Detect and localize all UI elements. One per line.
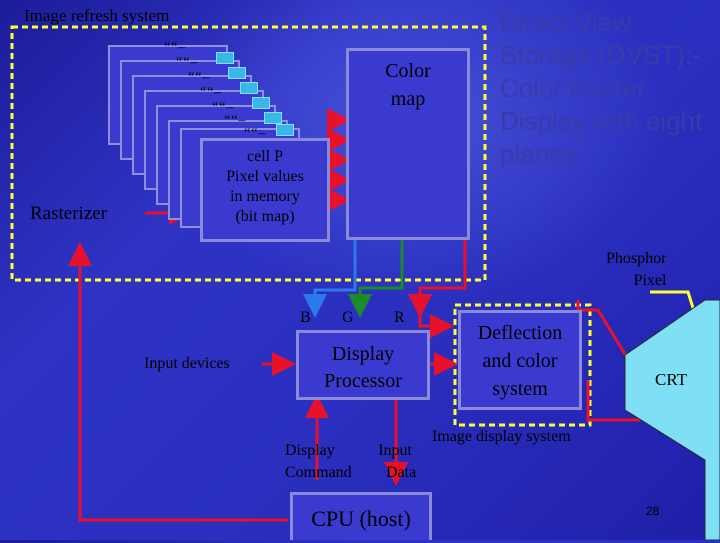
memory-line-4: (bit map) [235, 208, 295, 225]
display-command-line-2: Command [285, 464, 352, 481]
cell-tab-3 [240, 82, 258, 94]
plane-mark-6: ““– [224, 113, 247, 128]
cpu-label: CPU (host) [311, 506, 411, 531]
red-channel-line [408, 238, 467, 318]
deflection-to-crt-line-2 [586, 380, 640, 422]
image-refresh-label: Image refresh system [24, 6, 170, 25]
memory-line-2: Pixel values [226, 168, 304, 185]
deflection-line-1: Deflection [477, 322, 563, 344]
input-data-label: Input Data [374, 440, 416, 484]
input-data-line-1: Input [378, 442, 412, 459]
title-line-4: Display with eight [500, 106, 703, 136]
title-line-5: planes [500, 139, 577, 169]
input-data-line-2: Data [386, 464, 417, 481]
rasterizer-label: Rasterizer [30, 203, 108, 224]
image-refresh-boundary [10, 25, 487, 282]
memory-line-3: in memory [230, 188, 300, 205]
plane-mark-5: ““– [212, 100, 235, 115]
crt-label: CRT [655, 370, 688, 389]
cell-tab-5 [264, 112, 282, 124]
title-line-2: Storage (DVST):- [500, 40, 701, 70]
cell-tab-6 [276, 124, 294, 136]
plane-mark-7: ““– [244, 126, 267, 141]
cell-tab-1 [216, 52, 234, 64]
cell-tab-4 [252, 97, 270, 109]
page-number: 28 [646, 504, 660, 518]
plane-mark-4: ““– [200, 85, 223, 100]
image-display-label: Image display system [432, 428, 571, 445]
deflection-color-box: Deflection and color system [458, 310, 582, 410]
color-map-box: Color map [346, 48, 470, 240]
deflection-line-3: system [492, 378, 548, 400]
input-devices-label: Input devices [144, 355, 230, 372]
cpu-host-box: CPU (host) [290, 492, 432, 540]
phosphor-line-1: Phosphor [606, 250, 667, 267]
processor-line-1: Display [331, 343, 395, 365]
image-display-boundary [453, 303, 592, 427]
plane-mark-1: ““– [164, 40, 187, 55]
channel-b-label: B [300, 309, 311, 326]
display-command-line-1: Display [285, 442, 335, 459]
memory-bitmap-box: cell P Pixel values in memory (bit map) [200, 138, 330, 242]
slide-title: Direct View Storage (DVST):- Color Raste… [500, 6, 720, 171]
display-processor-box: Display Processor [296, 330, 430, 400]
red-to-deflection-line [418, 312, 454, 338]
channel-g-label: G [342, 309, 354, 326]
title-line-1: Direct View [500, 7, 632, 37]
phosphor-pixel-label: Phosphor Pixel [606, 248, 666, 292]
color-map-line-1: Color [385, 60, 431, 82]
phosphor-line-2: Pixel [633, 272, 667, 289]
deflection-to-crt-line [576, 300, 652, 396]
plane-mark-2: ““– [176, 55, 199, 70]
crt-shape [624, 299, 720, 540]
blue-channel-line [303, 238, 357, 318]
title-line-3: Color Raster [500, 73, 646, 103]
memory-line-1: cell P [247, 148, 283, 165]
plane-mark-3: ““– [188, 70, 211, 85]
deflection-line-2: and color [482, 350, 558, 372]
color-map-line-2: map [390, 88, 426, 110]
green-channel-line [348, 238, 404, 318]
channel-r-label: R [394, 309, 405, 326]
cell-tab-2 [228, 67, 246, 79]
cpu-to-rasterizer-line [68, 242, 288, 522]
display-command-label: Display Command [285, 440, 352, 484]
processor-line-2: Processor [324, 370, 402, 392]
